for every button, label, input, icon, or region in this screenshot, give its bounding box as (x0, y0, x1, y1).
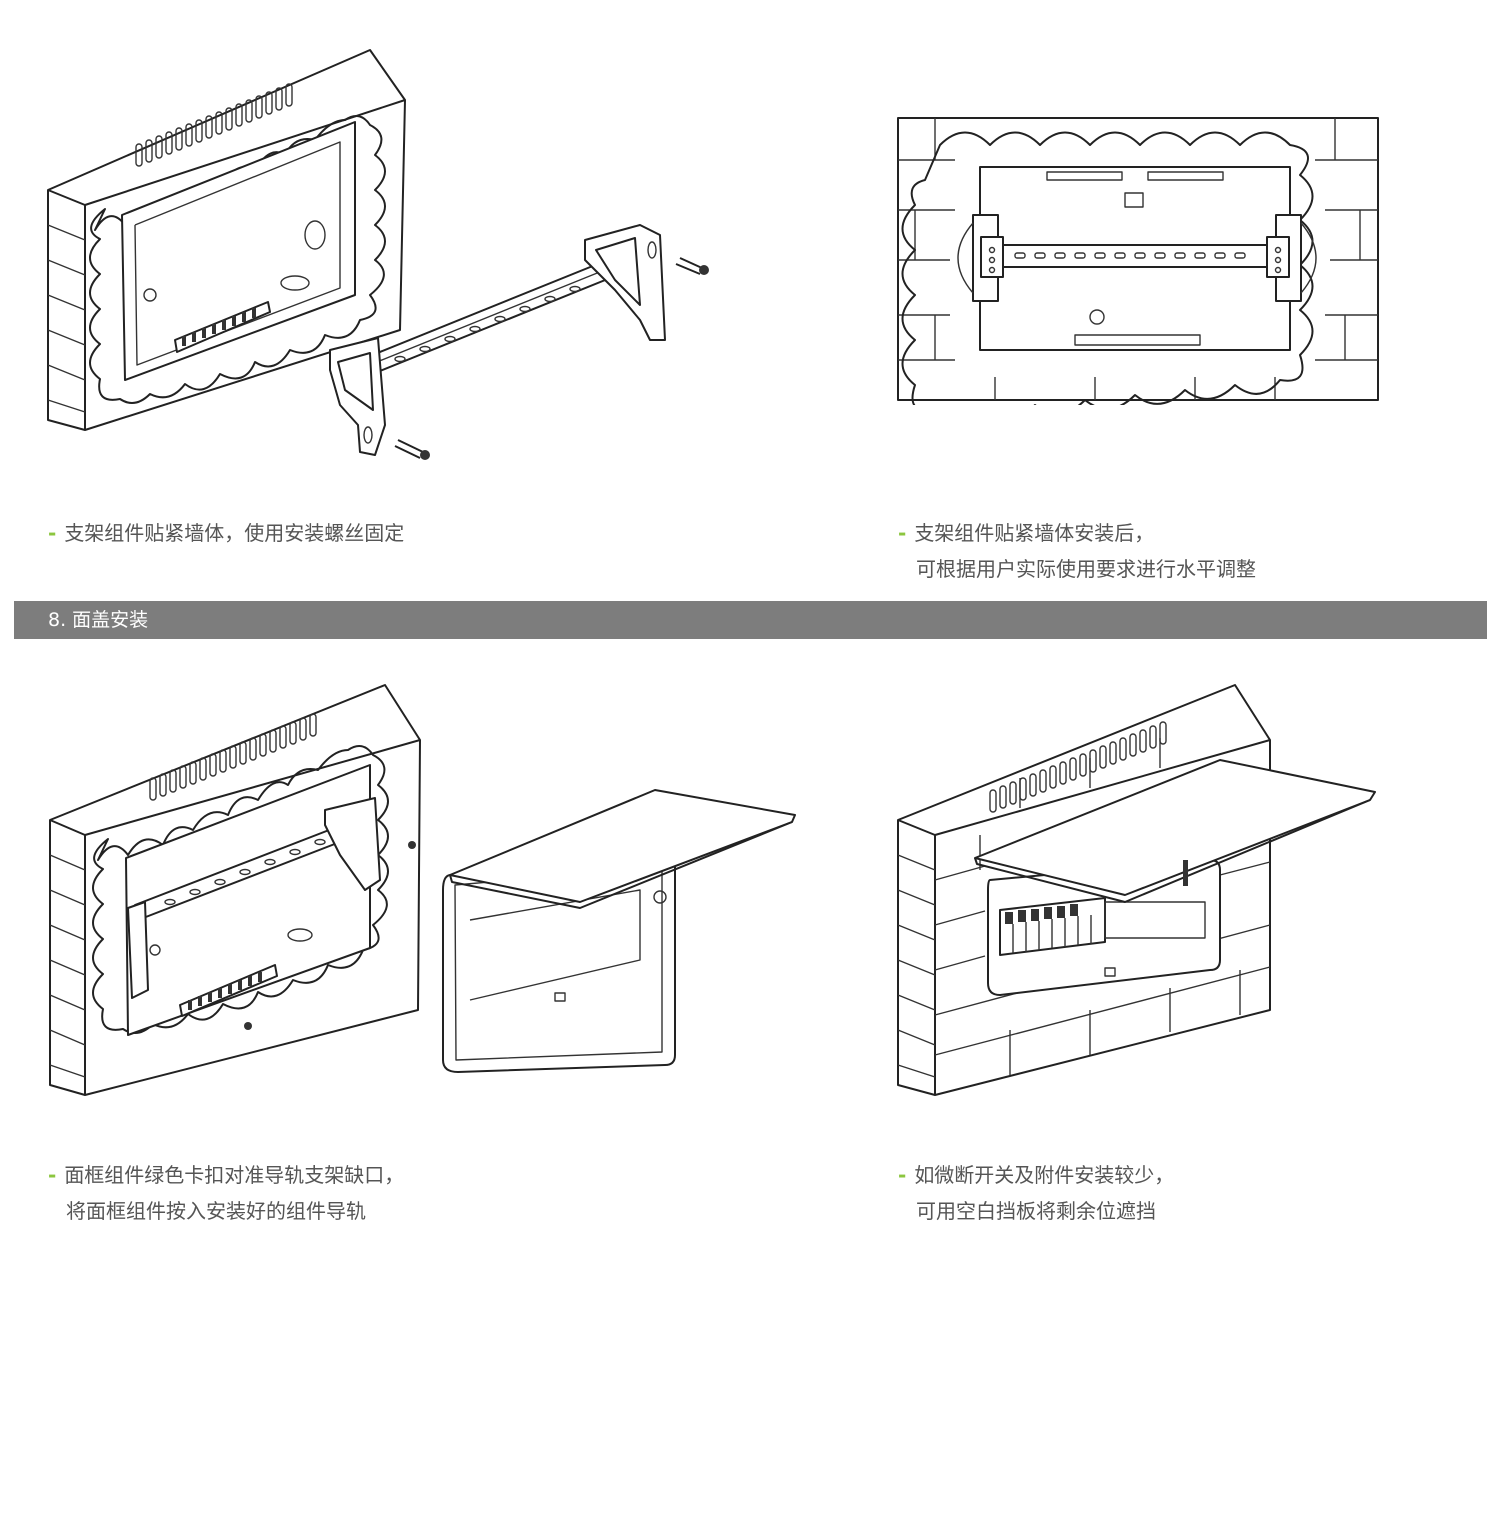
caption-step-4: -如微断开关及附件安装较少， 可用空白挡板将剩余位遮挡 (898, 1157, 1174, 1229)
illustration-bracket-front-view (895, 115, 1385, 405)
caption-line: 可用空白挡板将剩余位遮挡 (916, 1199, 1156, 1223)
caption-dash: - (48, 1163, 57, 1187)
caption-dash: - (48, 521, 57, 545)
caption-step-1: -支架组件贴紧墙体，使用安装螺丝固定 (48, 515, 404, 551)
caption-step-2: -支架组件贴紧墙体安装后， 可根据用户实际使用要求进行水平调整 (898, 515, 1256, 587)
section-header-bar: 8. 面盖安装 (14, 601, 1487, 639)
caption-dash: - (898, 521, 907, 545)
illustration-face-frame-install (40, 680, 800, 1100)
caption-line: 将面框组件按入安装好的组件导轨 (66, 1199, 366, 1223)
illustration-blank-plate (890, 680, 1390, 1100)
caption-line: 支架组件贴紧墙体安装后， (914, 521, 1155, 545)
caption-line: 支架组件贴紧墙体，使用安装螺丝固定 (64, 521, 405, 545)
caption-dash: - (898, 1163, 907, 1187)
illustration-bracket-install (40, 40, 740, 480)
caption-line: 面框组件绿色卡扣对准导轨支架缺口， (64, 1163, 405, 1187)
caption-line: 可根据用户实际使用要求进行水平调整 (916, 557, 1256, 581)
caption-line: 如微断开关及附件安装较少， (914, 1163, 1175, 1187)
section-title: 8. 面盖安装 (48, 609, 149, 631)
caption-step-3: -面框组件绿色卡扣对准导轨支架缺口， 将面框组件按入安装好的组件导轨 (48, 1157, 404, 1229)
